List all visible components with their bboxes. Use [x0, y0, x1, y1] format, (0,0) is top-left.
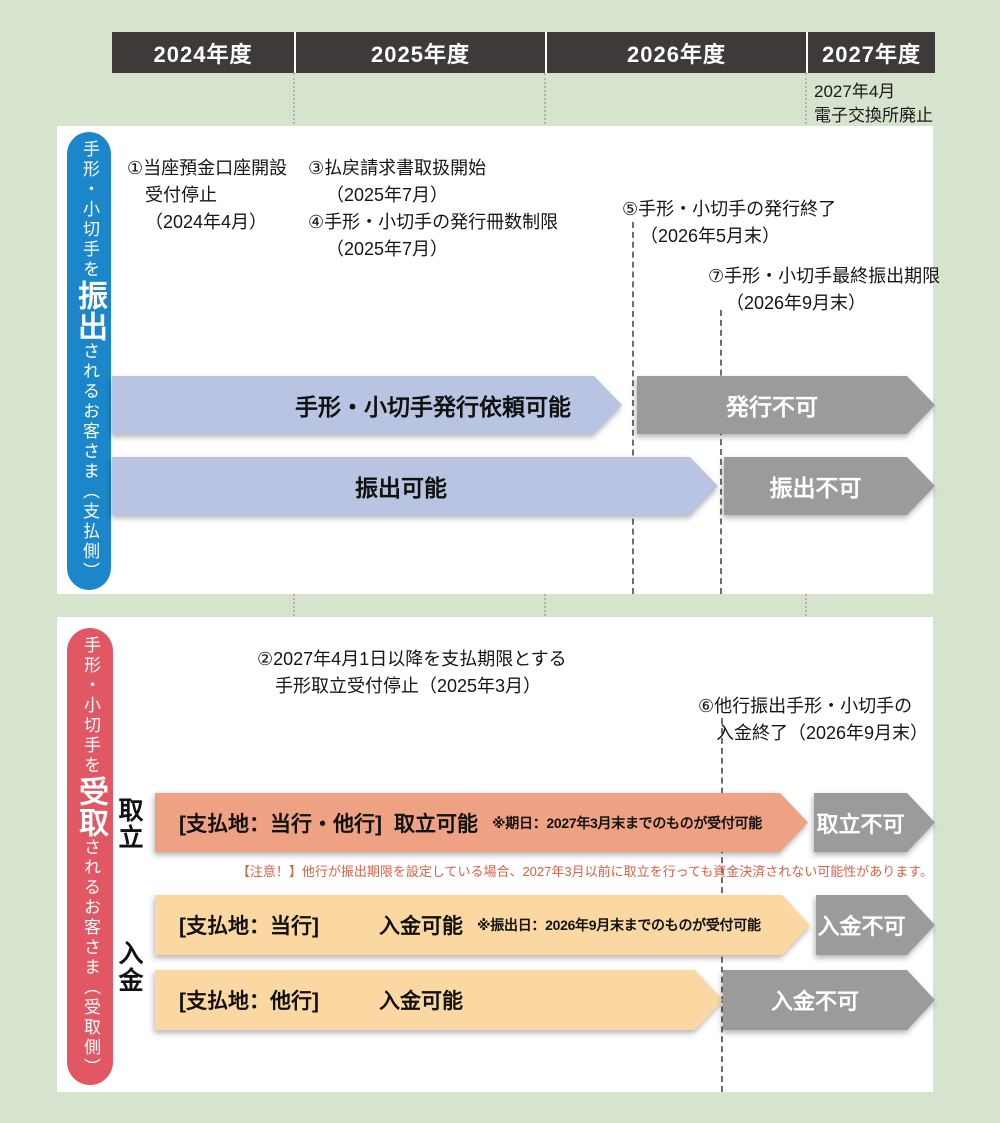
collection-deadline-note: ※期日：2027年3月末までのものが受付可能	[492, 814, 762, 831]
pill-receiver-suffix2: （受取側）	[81, 977, 100, 1078]
pill-receiver-label: 手形・小切手を受取されるお客さま（受取側）	[67, 628, 113, 1085]
collection-status-label: 取立可能	[394, 812, 478, 836]
arrow-collection-not-possible: 取立不可	[814, 793, 935, 852]
event-dashline-issue-end	[632, 222, 634, 594]
arrow-deposit-other-not-possible-label: 入金不可	[770, 989, 859, 1014]
abolition-note: 2027年4月 電子交換所廃止	[814, 80, 933, 128]
annotation-1-line1: ①当座預金口座開設	[127, 158, 288, 178]
arrow-issue-request-possible: 手形・小切手発行依頼可能	[112, 376, 622, 434]
arrow-issue-not-possible: 発行不可	[637, 376, 935, 434]
arrow-draw-not-possible: 振出不可	[724, 457, 935, 515]
arrow-deposit-other-not-possible: 入金不可	[723, 970, 935, 1030]
event-dashline-final-draw	[720, 310, 722, 594]
arrow-draw-possible: 振出可能	[112, 457, 718, 515]
deposit-own-place-label: [支払地：当行]	[179, 915, 319, 938]
pill-payer-suffix: されるお客さま	[80, 342, 99, 482]
pill-payer-prefix: 手形・小切手を	[80, 140, 99, 280]
year-cell-2027: 2027年度	[806, 32, 935, 73]
year-cell-2024: 2024年度	[153, 41, 253, 67]
abolition-note-line2: 電子交換所廃止	[814, 106, 933, 125]
arrow-collection-not-possible-label: 取立不可	[816, 811, 905, 837]
annotation-4-line2: （2025年7月）	[326, 239, 449, 259]
row-label-collection: 取立	[115, 797, 143, 851]
arrow-deposit-own-not-possible: 入金不可	[816, 895, 935, 955]
pill-receiver-suffix: されるお客さま	[81, 837, 100, 978]
annotation-1: ①当座預金口座開設 受付停止 （2024年4月）	[127, 155, 287, 236]
row-label-deposit-text: 入金	[115, 940, 143, 994]
year-cell-2026: 2026年度	[545, 32, 806, 73]
arrow-draw-possible-label: 振出可能	[355, 475, 447, 501]
pill-receiver-prefix: 手形・小切手を	[81, 635, 100, 776]
pill-payer-emphasis: 振出	[73, 280, 106, 342]
arrow-issue-request-possible-label: 手形・小切手発行依頼可能	[295, 394, 571, 420]
pill-receiver-text: 手形・小切手を受取されるお客さま（受取側）	[74, 635, 107, 1078]
annotation-7-line2: （2026年9月末）	[726, 293, 867, 313]
pill-payer-text: 手形・小切手を振出されるお客さま（支払側）	[73, 140, 106, 582]
year-cell-2025: 2025年度	[294, 32, 545, 73]
pill-payer-label: 手形・小切手を振出されるお客さま（支払側）	[67, 132, 111, 590]
annotation-4-line1: ④手形・小切手の発行冊数制限	[308, 212, 559, 232]
deposit-other-status-label: 入金可能	[379, 990, 463, 1013]
annotation-7-line1: ⑦手形・小切手最終振出期限	[708, 266, 941, 286]
deposit-own-deadline-note: ※振出日：2026年9月末までのものが受付可能	[477, 917, 761, 933]
annotation-6-line1: ⑥他行振出手形・小切手の	[698, 696, 913, 716]
annotation-5-line1: ⑤手形・小切手の発行終了	[622, 199, 837, 219]
annotation-7: ⑦手形・小切手最終振出期限 （2026年9月末）	[708, 263, 940, 317]
deposit-other-place-label: [支払地：他行]	[179, 990, 319, 1013]
annotation-3-line2: （2025年7月）	[326, 185, 449, 205]
deposit-own-status-label: 入金可能	[379, 915, 463, 938]
arrow-collection-possible: [支払地：当行・他行] 取立可能 ※期日：2027年3月末までのものが受付可能	[155, 793, 808, 852]
arrow-deposit-own-possible: [支払地：当行] 入金可能 ※振出日：2026年9月末までのものが受付可能	[155, 895, 810, 955]
annotation-1-line2: 受付停止	[145, 185, 217, 205]
pill-payer-suffix2: （支払側）	[80, 482, 99, 582]
annotation-6-line2: 入金終了（2026年9月末）	[716, 723, 929, 743]
year-header-bar: 2024年度 2025年度 2026年度 2027年度	[112, 32, 935, 73]
row-label-deposit: 入金	[115, 940, 143, 994]
arrow-draw-not-possible-label: 振出不可	[769, 475, 862, 501]
annotation-2-line1: ②2027年4月1日以降を支払期限とする	[257, 649, 567, 669]
annotation-1-line3: （2024年4月）	[145, 212, 268, 232]
annotation-5-line2: （2026年5月末）	[640, 226, 781, 246]
annotation-5: ⑤手形・小切手の発行終了 （2026年5月末）	[622, 196, 836, 250]
annotation-2-line2: 手形取立受付停止（2025年3月）	[275, 676, 542, 696]
abolition-note-line1: 2027年4月	[814, 82, 896, 101]
arrow-issue-not-possible-label: 発行不可	[726, 394, 818, 420]
arrow-deposit-other-possible: [支払地：他行] 入金可能	[155, 970, 723, 1030]
annotation-6: ⑥他行振出手形・小切手の 入金終了（2026年9月末）	[698, 693, 928, 747]
annotation-3-4: ③払戻請求書取扱開始 （2025年7月） ④手形・小切手の発行冊数制限 （202…	[308, 155, 558, 263]
collection-place-label: [支払地：当行・他行]	[179, 812, 382, 836]
pill-receiver-emphasis: 受取	[74, 775, 107, 838]
annotation-2: ②2027年4月1日以降を支払期限とする 手形取立受付停止（2025年3月）	[257, 646, 567, 700]
row-label-collection-text: 取立	[115, 797, 143, 851]
arrow-deposit-own-not-possible-label: 入金不可	[817, 914, 906, 939]
annotation-3-line1: ③払戻請求書取扱開始	[308, 158, 487, 178]
panel-payer	[57, 126, 933, 594]
caution-note: 【注意！】他行が振出期限を設定している場合、2027年3月以前に取立を行っても資…	[236, 864, 933, 879]
